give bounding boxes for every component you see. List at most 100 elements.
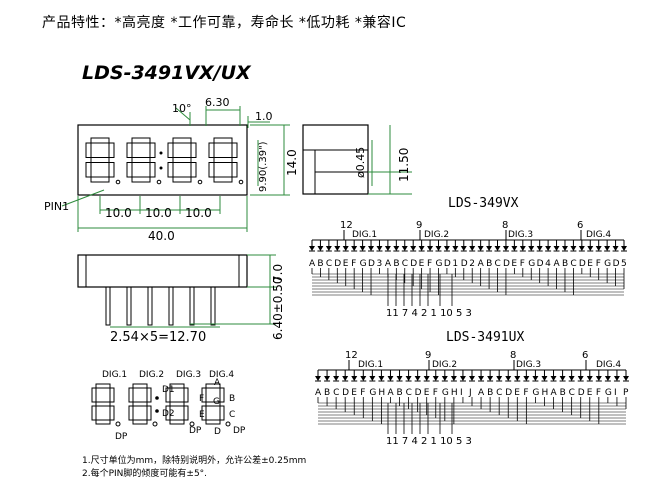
front-colon-top — [159, 151, 163, 155]
top-pin-3: 8 — [510, 350, 516, 361]
diode — [325, 246, 332, 251]
diode — [577, 376, 584, 381]
digit-label-3: DIG.3 — [516, 360, 541, 370]
diode — [587, 246, 594, 251]
segment-letter: D — [579, 259, 586, 269]
digit-label-4: DIG.4 — [596, 360, 621, 370]
diode — [528, 246, 535, 251]
segment-letter: 4 — [545, 259, 551, 269]
diode — [505, 376, 512, 381]
diode — [553, 246, 560, 251]
schematic-a-title: LDS-349VX — [448, 196, 519, 211]
diode — [452, 246, 459, 251]
segment-letter: D — [537, 259, 544, 269]
segment-letter: G — [604, 259, 611, 269]
seg-digit-1 — [91, 383, 115, 425]
diode — [570, 246, 577, 251]
diode — [586, 376, 593, 381]
seg-colon-bottom — [155, 409, 159, 413]
segment-letter: P — [623, 388, 629, 398]
seg-d-label: D — [214, 427, 221, 437]
segment-letter: E — [587, 388, 593, 398]
diode — [519, 246, 526, 251]
seg-dp-label-left: DP — [115, 432, 128, 442]
segment-letter: J — [468, 388, 472, 398]
diode — [441, 376, 448, 381]
diode — [550, 376, 557, 381]
segment-letter: D — [444, 259, 451, 269]
segment-letter: D — [334, 259, 341, 269]
depth-label: 11.50 — [397, 148, 411, 182]
pitch-label-1: 10.0 — [105, 206, 132, 220]
diode — [612, 246, 619, 251]
bottom-view: 7.0 6.40±0.50 2.54×5=12.70 — [77, 254, 285, 345]
segment-letter: E — [419, 259, 425, 269]
segment-letter: C — [406, 388, 412, 398]
bottom-pins — [105, 286, 216, 326]
seg-colon-top — [155, 396, 159, 400]
top-pin-4: 6 — [577, 220, 583, 231]
diode — [324, 376, 331, 381]
segment-letter: B — [393, 259, 399, 269]
seg-a-label: A — [214, 378, 221, 388]
segment-letter: F — [596, 259, 601, 269]
segment-letter: D — [505, 388, 512, 398]
angle-label: 10° — [172, 102, 192, 115]
segment-letter: C — [570, 259, 576, 269]
front-digits — [85, 137, 244, 185]
diode — [405, 376, 412, 381]
digit-label-4: DIG.4 — [586, 230, 611, 240]
front-dp-2 — [156, 179, 162, 185]
segment-letter: 1 — [452, 259, 458, 269]
diode — [423, 376, 430, 381]
seg-digit-2 — [128, 383, 152, 425]
segment-letter: G — [435, 259, 442, 269]
segment-letter: B — [560, 388, 566, 398]
segment-letter: E — [343, 259, 349, 269]
inner-height-label: 9.90(.39") — [258, 141, 269, 192]
diode — [568, 376, 575, 381]
diode — [536, 246, 543, 251]
digit-label-2: DIG.2 — [424, 230, 449, 240]
features-text: 产品特性：*高亮度 *工作可靠，寿命长 *低功耗 *兼容IC — [42, 15, 407, 31]
segment-letter: F — [427, 259, 432, 269]
top-pin-2: 9 — [425, 350, 431, 361]
segment-letter: A — [309, 259, 316, 269]
front-digit-3 — [167, 137, 197, 183]
height-label: 14.0 — [285, 149, 299, 176]
pin-4 — [168, 286, 174, 326]
front-colon-bottom — [159, 166, 163, 170]
diode — [351, 246, 358, 251]
diode — [545, 246, 552, 251]
diode — [309, 246, 315, 251]
top-pin-1: 12 — [340, 220, 353, 231]
diode — [604, 246, 611, 251]
segment-letter: B — [397, 388, 403, 398]
segment-letter: H — [378, 388, 385, 398]
diode — [559, 376, 566, 381]
body-height-label: 7.0 — [271, 264, 285, 283]
seg-dp-label-right: DP — [233, 426, 246, 436]
segment-letter: D — [613, 259, 620, 269]
segment-letter: G — [605, 388, 612, 398]
segment-letter: A — [554, 259, 561, 269]
diode — [369, 376, 376, 381]
seg-dp-2 — [152, 421, 158, 427]
seg-dig3-label: DIG.3 — [176, 370, 201, 380]
diode — [469, 376, 475, 381]
seg-d2-label: D2 — [162, 409, 175, 419]
pin-5 — [189, 286, 195, 326]
diode — [486, 246, 493, 251]
segment-letter: C — [326, 259, 332, 269]
segment-letter: A — [387, 388, 394, 398]
digit-label-1: DIG.1 — [358, 360, 383, 370]
diode — [487, 376, 494, 381]
seg-g-label: G — [213, 397, 220, 407]
diode — [342, 246, 349, 251]
diode — [459, 376, 466, 381]
diode — [578, 246, 585, 251]
segment-letter: D — [368, 259, 375, 269]
pin-2 — [126, 286, 132, 326]
